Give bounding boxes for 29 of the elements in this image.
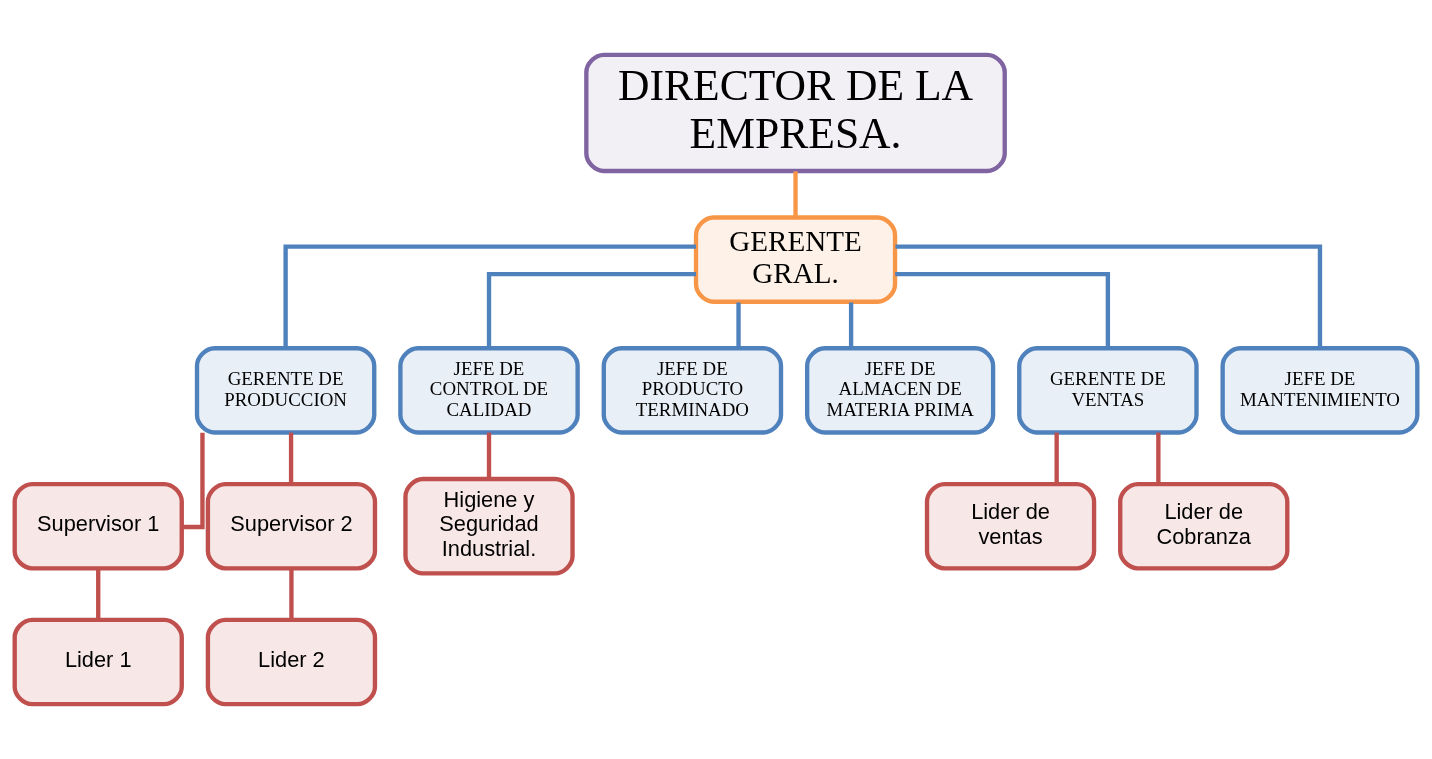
node-box: Lider 2 bbox=[205, 617, 378, 707]
connector bbox=[848, 302, 854, 348]
node-box: DIRECTOR DE LA EMPRESA. bbox=[584, 52, 1007, 174]
connector bbox=[895, 244, 1323, 348]
connector bbox=[289, 568, 294, 620]
node-box: JEFE DE CONTROL DE CALIDAD bbox=[398, 346, 580, 435]
node-box: JEFE DE ALMACEN DE MATERIA PRIMA bbox=[805, 346, 996, 435]
node-box: GERENTE DE PRODUCCION bbox=[194, 346, 377, 435]
node-box: Supervisor 1 bbox=[12, 481, 184, 571]
node-box: Lider de ventas bbox=[924, 481, 1097, 571]
connector bbox=[283, 244, 696, 348]
node-box: Higiene y Seguridad Industrial. bbox=[403, 476, 575, 576]
node-box: Lider de Cobranza bbox=[1118, 481, 1290, 571]
connector bbox=[486, 432, 492, 479]
connector bbox=[736, 302, 741, 348]
node-box: Lider 1 bbox=[12, 617, 184, 707]
node-box: Supervisor 2 bbox=[205, 481, 378, 571]
node-box: GERENTE GRAL. bbox=[693, 215, 898, 304]
node-box: JEFE DE PRODUCTO TERMINADO bbox=[601, 346, 784, 435]
connector bbox=[1156, 432, 1161, 485]
connector bbox=[1054, 432, 1059, 485]
connector bbox=[96, 568, 101, 620]
connector bbox=[895, 272, 1111, 348]
node-box: JEFE DE MANTENIMIENTO bbox=[1220, 346, 1420, 435]
connector bbox=[288, 432, 294, 485]
connector bbox=[793, 171, 798, 218]
node-box: GERENTE DE VENTAS bbox=[1017, 346, 1199, 435]
connector bbox=[486, 272, 696, 348]
connector bbox=[181, 432, 205, 530]
